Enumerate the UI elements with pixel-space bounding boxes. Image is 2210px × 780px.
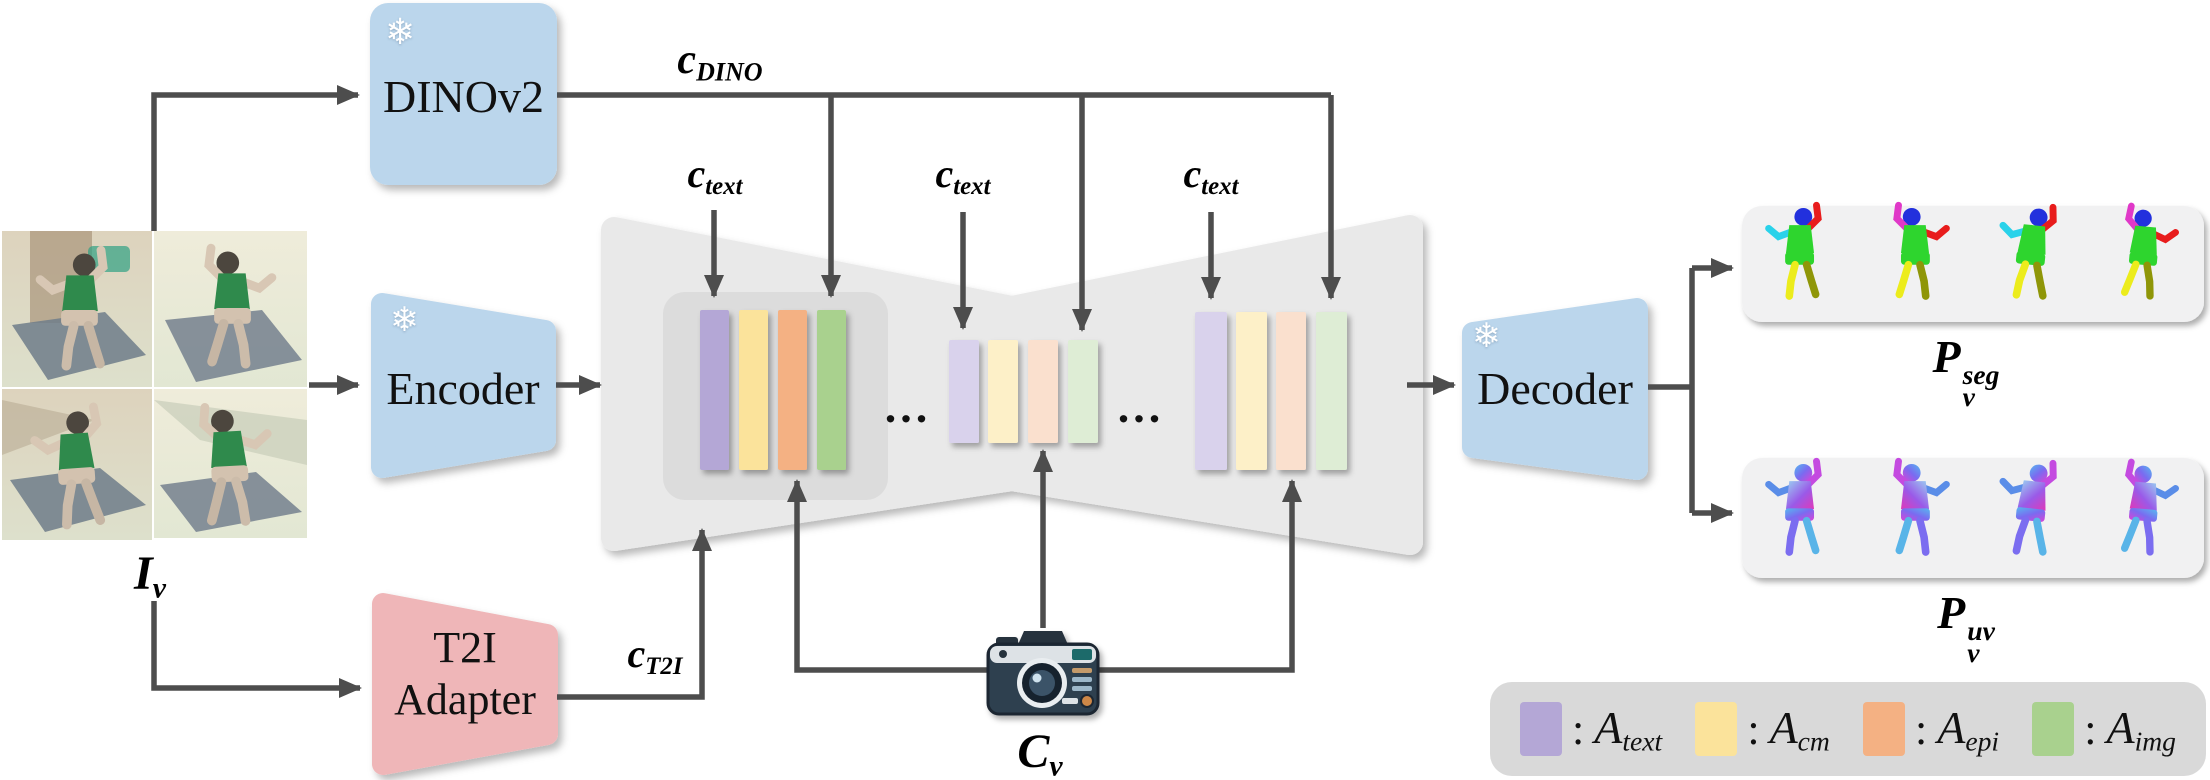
input-views-collage: [2, 231, 307, 540]
attention-legend: : Atext : Acm : Aepi : Aimg: [1490, 682, 2206, 776]
attention-block-1: [700, 310, 846, 470]
bar-text-attn-3: [1195, 312, 1227, 470]
epi-attn-swatch: [1863, 702, 1906, 756]
legend-label: Acm: [1769, 701, 1830, 757]
arrow-camera-block1: [787, 479, 988, 673]
legend-label: Aepi: [1937, 701, 2000, 757]
text-attn-swatch: [1520, 702, 1562, 756]
dinov2-label: DINOv2: [383, 71, 544, 122]
c-text-label-2: ctext: [935, 151, 991, 200]
decoder-label: Decoder: [1477, 363, 1633, 414]
unet-first-block-panel: [663, 292, 888, 500]
line-decoder-split: [1648, 268, 1695, 513]
bar-epi-attn-2: [1028, 340, 1058, 443]
uv-output-panel: [1742, 458, 2204, 578]
encoder-label: Encoder: [386, 363, 540, 414]
dinov2-box: [370, 3, 557, 185]
img-attn-swatch: [2032, 702, 2075, 756]
bar-cm-attn-2: [988, 340, 1018, 443]
input-views-label: Iv: [134, 547, 166, 605]
legend-item-cm-attn: : Acm: [1695, 701, 1830, 758]
bar-epi-attn-1: [778, 310, 807, 470]
legend-label: Atext: [1594, 701, 1663, 757]
legend-item-epi-attn: : Aepi: [1863, 701, 1999, 758]
ellipsis-1: ...: [884, 381, 932, 432]
bar-img-attn-3: [1316, 312, 1347, 470]
bar-img-attn-2: [1068, 340, 1098, 443]
attention-block-3: [1195, 312, 1347, 470]
snowflake-icon: ❄: [385, 12, 416, 53]
legend-item-text-attn: : Atext: [1520, 701, 1662, 758]
legend-label: Aimg: [2106, 701, 2176, 757]
arrow-input-to-dinov2: [151, 85, 360, 231]
bar-epi-attn-3: [1276, 312, 1306, 470]
camera-icon: [986, 631, 1100, 716]
bar-img-attn-1: [817, 310, 846, 470]
t2i-line1: T2I: [433, 623, 497, 672]
dance-mat: [12, 312, 146, 380]
c-text-label-3: ctext: [1183, 151, 1239, 200]
arrow-t2i-to-unet: [557, 528, 712, 700]
t2i-adapter-label: T2I Adapter: [372, 622, 558, 726]
bar-cm-attn-1: [739, 310, 768, 470]
arrow-input-to-t2i: [151, 601, 362, 698]
snowflake-icon: ❄: [1472, 316, 1501, 356]
c-dino-label: cDINO: [677, 37, 763, 87]
attention-block-2: [949, 340, 1098, 443]
connector-lines: [151, 85, 1734, 700]
arrow-camera-block3: [1098, 479, 1302, 673]
t2i-line2: Adapter: [394, 675, 536, 724]
snowflake-icon: ❄: [390, 300, 419, 340]
t2i-adapter-box: [372, 593, 558, 775]
c-t2i-label: cT2I: [627, 631, 683, 680]
bar-text-attn-2: [949, 340, 979, 443]
decoder-box: [1462, 298, 1648, 480]
camera-pose-label: Cv: [1017, 725, 1063, 780]
bar-cm-attn-3: [1236, 312, 1267, 470]
segmentation-output-panel: [1742, 206, 2204, 322]
legend-item-img-attn: : Aimg: [2032, 701, 2176, 758]
encoder-box: [371, 293, 556, 478]
cm-attn-swatch: [1695, 702, 1738, 756]
c-text-label-1: ctext: [687, 151, 743, 200]
ellipsis-2: ...: [1117, 381, 1165, 432]
bar-text-attn-1: [700, 310, 729, 470]
